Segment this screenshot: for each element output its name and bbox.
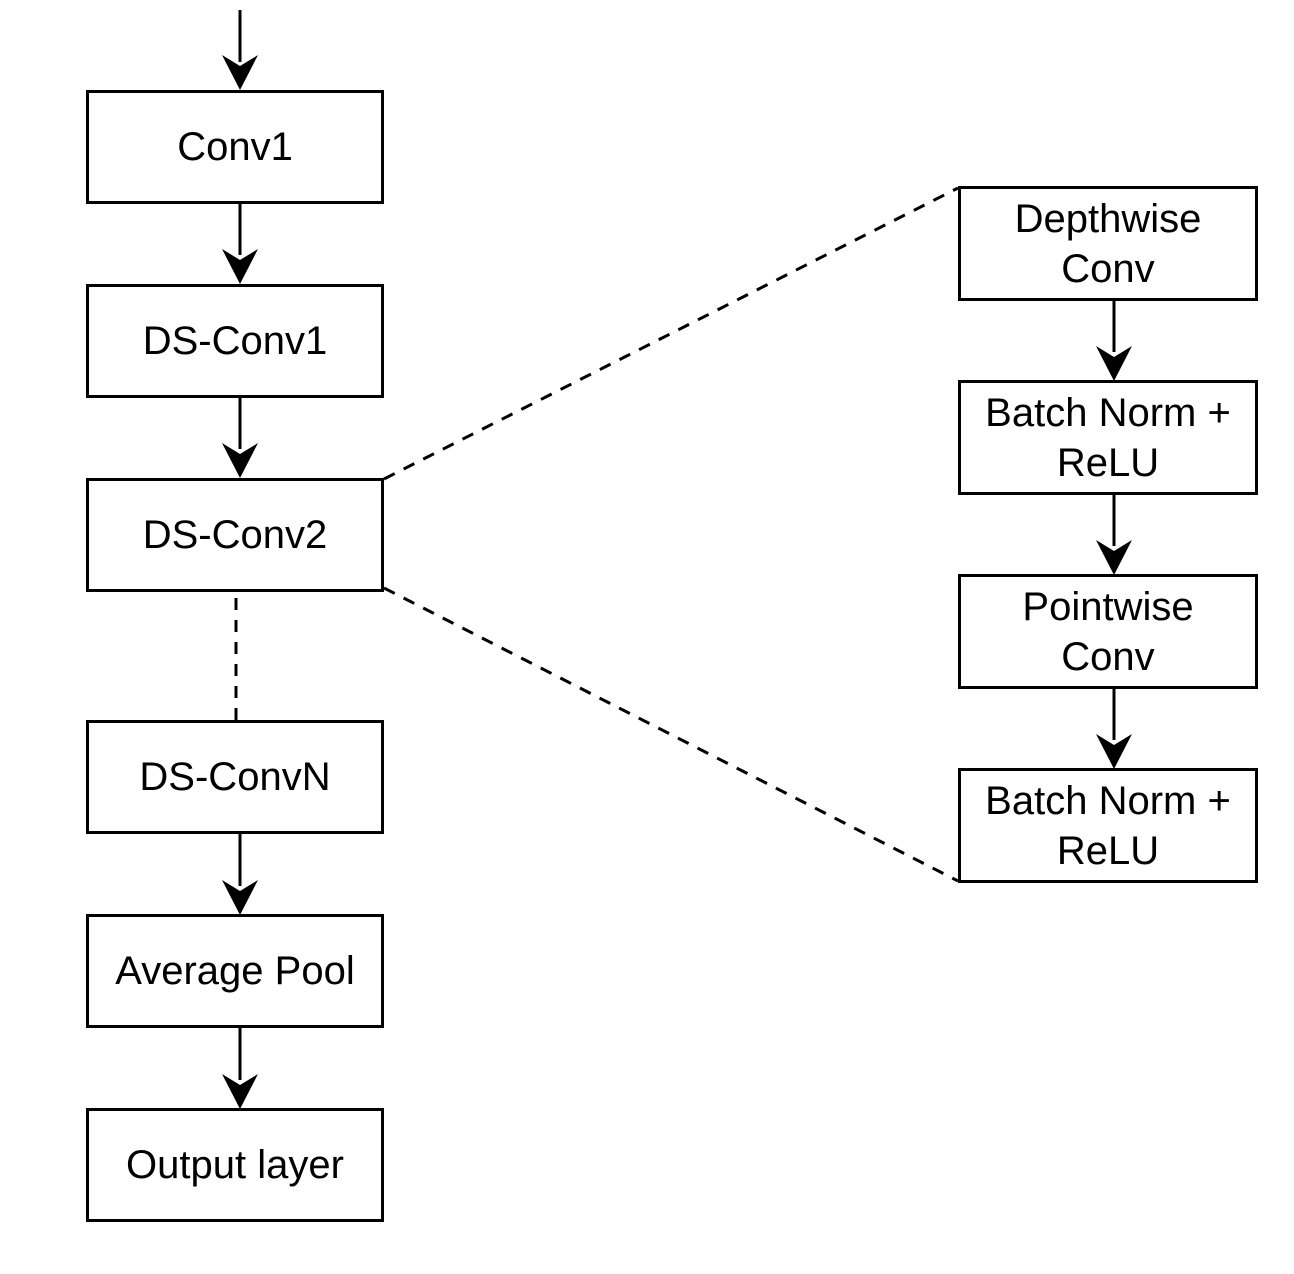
arrow-average-pool-to-output xyxy=(222,1027,258,1109)
output-layer-label: Output layer xyxy=(126,1143,344,1187)
average-pool-block: Average Pool xyxy=(86,914,384,1028)
pointwise-conv-line1: Pointwise xyxy=(1022,584,1194,629)
depthwise-conv-line1: Depthwise xyxy=(1014,196,1202,241)
depthwise-conv-block: Depthwise Conv xyxy=(958,186,1258,301)
arrow-depthwise-to-bn1 xyxy=(1096,300,1132,381)
input-arrow xyxy=(222,10,258,90)
arrow-dsconv1-to-dsconv2 xyxy=(222,397,258,478)
arrow-pointwise-to-bn2 xyxy=(1096,688,1132,769)
ds-convn-label: DS-ConvN xyxy=(139,755,331,799)
ds-conv1-block: DS-Conv1 xyxy=(86,284,384,398)
arrow-conv1-to-dsconv1 xyxy=(222,203,258,284)
batch-norm-relu-block-1: Batch Norm + ReLU xyxy=(958,380,1258,495)
depthwise-conv-line2: Conv xyxy=(1061,246,1155,291)
ds-conv2-block: DS-Conv2 xyxy=(86,478,384,592)
arrow-dsconvn-to-average-pool xyxy=(222,833,258,915)
pointwise-conv-line2: Conv xyxy=(1061,634,1155,679)
batch-norm-relu-1-line1: Batch Norm + xyxy=(985,390,1231,435)
batch-norm-relu-1-line2: ReLU xyxy=(1056,440,1160,485)
conv1-label: Conv1 xyxy=(177,125,293,169)
output-layer-block: Output layer xyxy=(86,1108,384,1222)
ds-conv2-label: DS-Conv2 xyxy=(142,513,328,557)
conv1-block: Conv1 xyxy=(86,90,384,204)
batch-norm-relu-block-2: Batch Norm + ReLU xyxy=(958,768,1258,883)
arrow-bn1-to-pointwise xyxy=(1096,494,1132,575)
ds-convn-block: DS-ConvN xyxy=(86,720,384,834)
batch-norm-relu-2-line1: Batch Norm + xyxy=(985,778,1231,823)
ds-conv1-label: DS-Conv1 xyxy=(142,319,328,363)
average-pool-label: Average Pool xyxy=(115,949,355,993)
batch-norm-relu-2-line2: ReLU xyxy=(1056,828,1160,873)
expansion-line-bottom xyxy=(383,586,959,883)
pointwise-conv-block: Pointwise Conv xyxy=(958,574,1258,689)
expansion-line-top xyxy=(383,186,959,481)
